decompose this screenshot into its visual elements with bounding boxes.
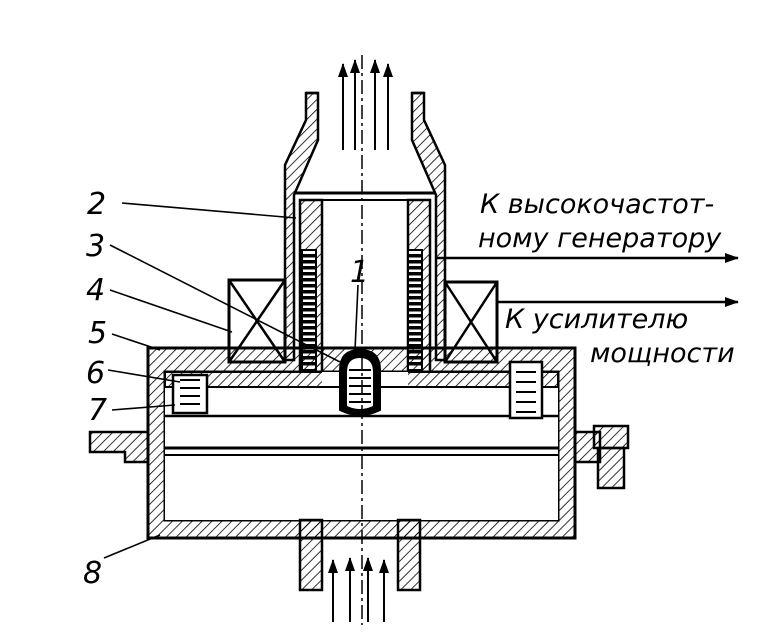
label-part-4: 4 bbox=[86, 273, 105, 308]
induction-coil-right bbox=[407, 249, 423, 371]
side-flanges bbox=[88, 424, 630, 490]
bolt-right bbox=[508, 360, 544, 420]
amplifier-caption-line2: мощности bbox=[590, 338, 735, 369]
label-part-7: 7 bbox=[88, 393, 107, 428]
label-part-6: 6 bbox=[86, 356, 105, 391]
bolt-left bbox=[171, 373, 209, 415]
hf-generator-caption-line1: К высокочастот- bbox=[480, 189, 714, 220]
hf-generator-caption-line2: ному генератору bbox=[478, 223, 722, 254]
label-part-5: 5 bbox=[88, 316, 107, 351]
central-sample bbox=[339, 348, 381, 416]
label-part-3: 3 bbox=[86, 229, 105, 264]
leader-lines bbox=[103, 202, 359, 559]
amplifier-caption-line1: К усилителю bbox=[505, 304, 688, 335]
label-part-2: 2 bbox=[87, 187, 106, 222]
label-part-1: 1 bbox=[350, 255, 369, 290]
lower-inlet-pipe bbox=[298, 518, 422, 592]
inlet-flow-arrows bbox=[328, 557, 389, 622]
label-part-8: 8 bbox=[83, 556, 102, 591]
outlet-flow-arrows bbox=[338, 59, 393, 150]
